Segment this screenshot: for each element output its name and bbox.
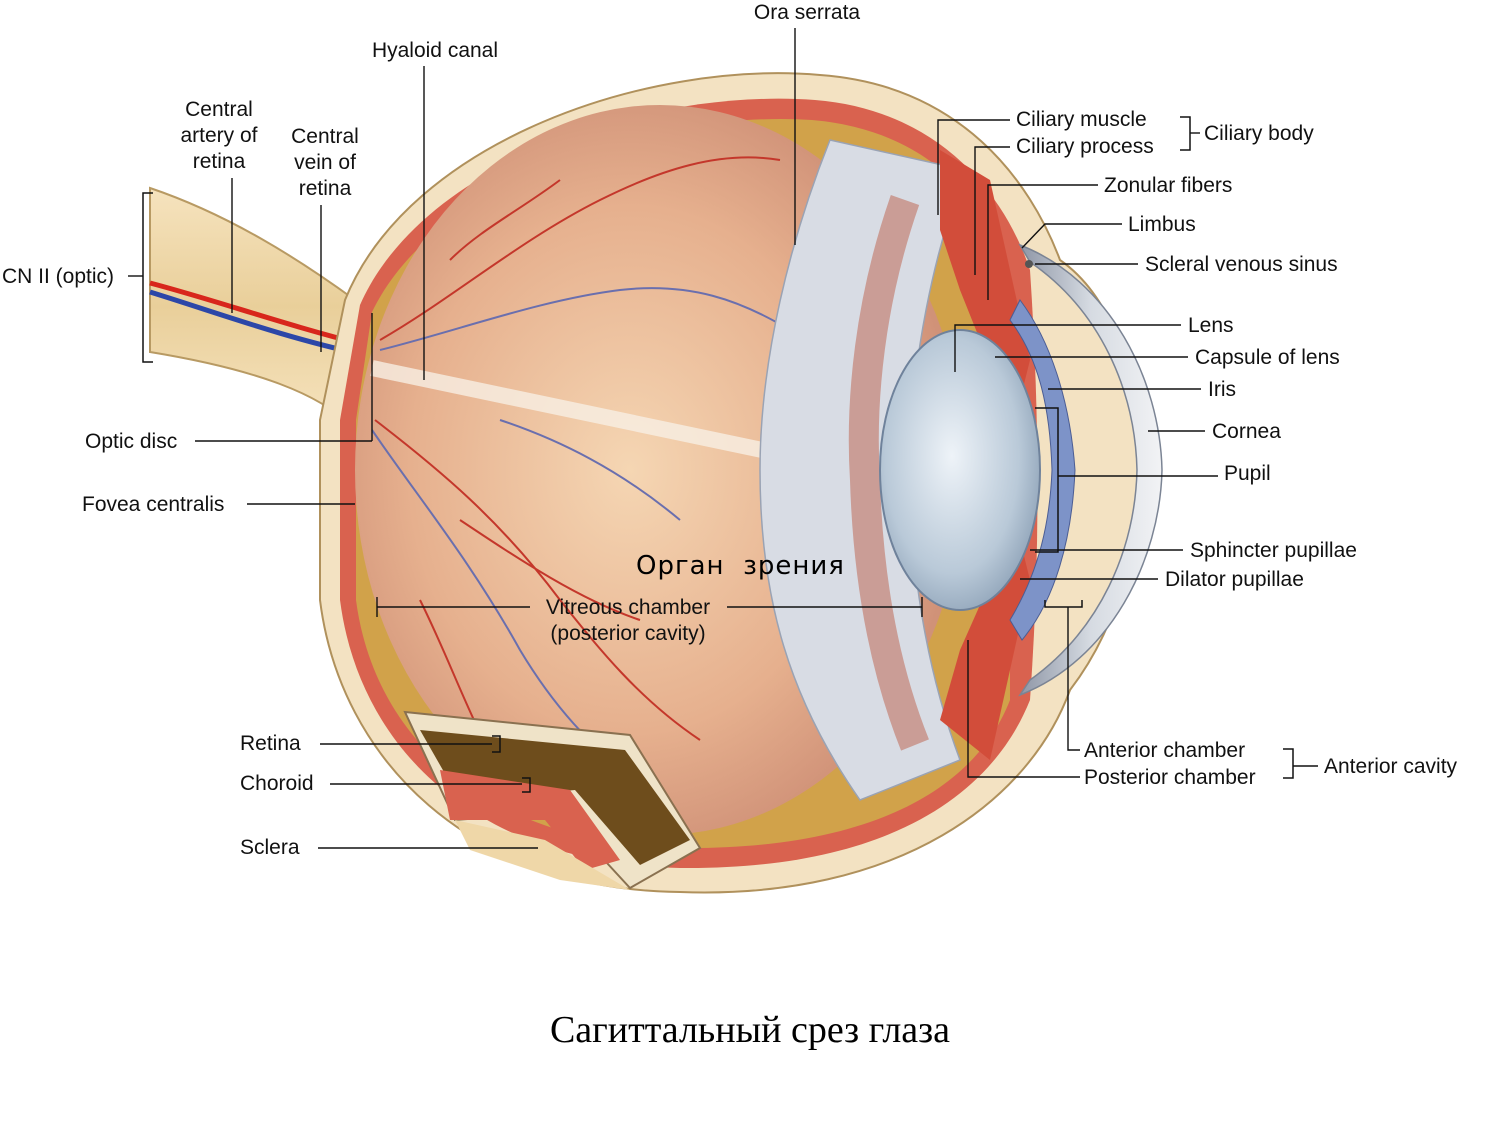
label-central-vein-3: retina	[299, 177, 352, 200]
label-central-artery-1: Central	[185, 98, 253, 121]
label-iris: Iris	[1208, 378, 1236, 401]
label-limbus: Limbus	[1128, 213, 1196, 236]
cutaway-sclera	[455, 820, 630, 890]
label-optic-disc: Optic disc	[85, 430, 177, 453]
label-dilator: Dilator pupillae	[1165, 568, 1304, 591]
label-vitreous-1: Vitreous chamber	[546, 596, 710, 619]
label-central-vein-1: Central	[291, 125, 359, 148]
iris	[1009, 299, 1076, 641]
label-posterior-chamber: Posterior chamber	[1084, 766, 1256, 789]
ciliary-body-lower	[940, 540, 1030, 760]
overlay-title: Орган зрения	[636, 551, 845, 581]
label-sclera: Sclera	[240, 836, 300, 859]
label-pupil: Pupil	[1224, 462, 1271, 485]
label-ciliary-muscle: Ciliary muscle	[1016, 108, 1147, 131]
retinal-vessels	[371, 156, 791, 791]
label-anterior-cavity: Anterior cavity	[1324, 755, 1458, 778]
label-hyaloid-canal: Hyaloid canal	[372, 39, 498, 62]
label-retina: Retina	[240, 732, 301, 755]
label-ciliary-body: Ciliary body	[1204, 122, 1314, 145]
cutaway-choroid	[440, 770, 620, 870]
label-fovea: Fovea centralis	[82, 493, 224, 516]
label-scleral-sinus: Scleral venous sinus	[1145, 253, 1338, 276]
cutaway-retina	[420, 730, 690, 865]
label-cn2: CN II (optic)	[2, 265, 114, 288]
central-artery	[149, 280, 366, 348]
label-cornea: Cornea	[1212, 420, 1281, 443]
label-ciliary-process: Ciliary process	[1016, 135, 1154, 158]
ciliary-muscle-band	[848, 195, 929, 751]
label-anterior-chamber: Anterior chamber	[1084, 739, 1245, 762]
label-vitreous-2: (posterior cavity)	[550, 622, 705, 645]
label-zonular: Zonular fibers	[1104, 174, 1232, 197]
label-choroid: Choroid	[240, 772, 314, 795]
label-ora-serrata: Ora serrata	[754, 1, 861, 24]
lens	[879, 329, 1041, 611]
label-central-vein-2: vein of	[294, 151, 356, 174]
label-lens: Lens	[1188, 314, 1234, 337]
label-sphincter: Sphincter pupillae	[1190, 539, 1357, 562]
label-central-artery-2: artery of	[180, 124, 257, 147]
figure-caption: Сагиттальный срез глаза	[549, 1009, 951, 1051]
label-capsule: Capsule of lens	[1195, 346, 1340, 369]
label-central-artery-3: retina	[193, 150, 246, 173]
ciliary-body	[940, 150, 1030, 400]
